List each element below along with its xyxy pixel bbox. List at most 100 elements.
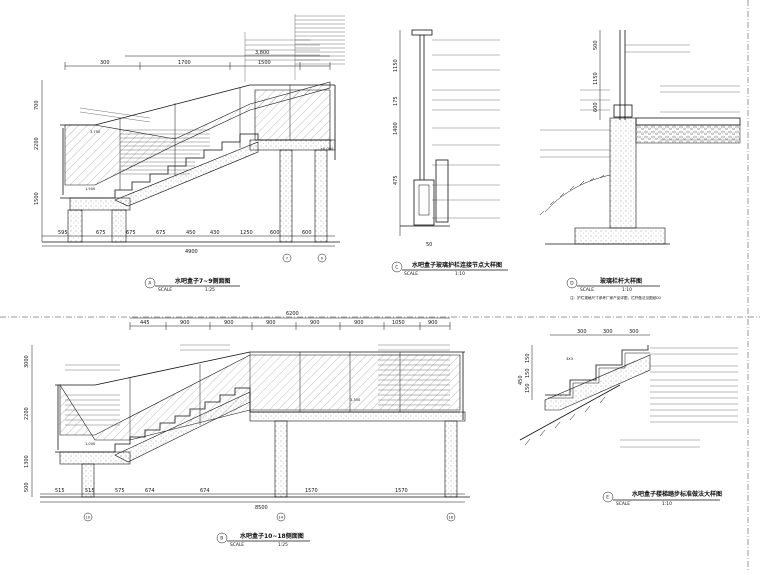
e-slope: 3X3 [566,357,573,361]
a-scale: 1:25 [205,287,215,293]
a-bottom-dim-2: 675 [96,230,106,236]
e-dim-4: 150 [525,383,531,393]
c-scale-label: SCALE [404,271,418,277]
b-tag: B [220,536,223,542]
e-scale: 1:10 [662,501,672,507]
e-dim-2: 300 [603,329,613,335]
e-tag: E [606,495,609,501]
a-left-dim-3: 700 [34,100,40,110]
b-top-dim-6: 900 [354,320,364,326]
c-dim-4: 175 [393,96,399,106]
c-title-bubble [391,261,403,273]
a-axis-2: 9 [321,256,324,260]
c-dim-3: 475 [393,175,399,185]
e-title-bubble [602,491,614,503]
a-glass-upper [254,89,331,141]
a-scale-label: SCALE [158,287,172,293]
drawing-a-section: 300 1700 1500 3,800 [34,14,345,293]
d-scale: 1:10 [622,287,632,293]
a-level-3: ±0.000 [320,147,334,151]
a-axis-1: 7 [286,256,288,260]
b-bottom-dim-7: 1570 [395,488,408,494]
d-note: 注：护栏规格尺寸参考厂家产品详图，栏杆做法见图纸D2 [570,295,661,300]
b-landing-slab [249,411,466,422]
a-bottom-dim-8: 600 [270,230,280,236]
a-title-bubble [144,277,156,289]
e-dim-6: 150 [525,353,531,363]
b-left-dim-1: 3000 [24,355,30,368]
b-bottom-dim-4: 674 [145,488,155,494]
b-bottom-dim-2: 515 [85,488,95,494]
b-stair-profile [55,387,460,453]
c-handrail-cap [411,29,433,36]
a-axis-bubble-2 [317,253,327,263]
b-title: 水吧盒子10~18侧面图 [240,532,304,540]
c-edge-slab [435,159,449,223]
a-landing-slab [249,139,336,151]
d-slope-line [544,174,611,213]
a-top-dim-4: 3,800 [255,50,269,56]
d-gravel-layer [635,124,741,144]
b-top-dim-1: 445 [140,320,150,326]
a-base-footing-1 [67,209,83,243]
c-dim-1: 1400 [393,122,399,135]
b-axis-1: 10 [86,515,91,519]
a-bottom-dim-4: 675 [156,230,166,236]
e-title: 水吧盒子楼梯踏步标准做法大样图 [632,490,722,498]
a-bottom-dim-3: 675 [126,230,136,236]
a-level-1: 3.750 [90,130,101,134]
a-tag: A [148,281,151,287]
b-total-dim: 6200 [286,311,299,317]
a-top-dim-1: 300 [100,60,110,66]
b-top-dim-2: 900 [180,320,190,326]
b-column-2 [444,420,458,498]
a-top-dim-2: 1700 [178,60,191,66]
a-top-dim-3: 1500 [258,60,271,66]
d-footing [574,227,666,245]
b-left-dim-2: 2200 [24,407,30,420]
b-top-dim-4: 900 [266,320,276,326]
a-glass-panel [64,81,331,186]
b-bottom-dim-3: 575 [115,488,125,494]
d-title: 玻璃栏杆大样图 [600,277,642,285]
b-axis-bubble-1 [83,512,93,522]
c-dim-5: 50 [426,242,432,248]
b-bottom-dim-6: 1570 [305,488,318,494]
e-dim-1: 300 [577,329,587,335]
b-axis-2: 14 [279,515,284,519]
d-title-bubble [566,277,578,289]
c-dim-2: 1150 [393,59,399,72]
drawing-c-detail: 1400 1150 475 175 50 C 水吧盒子玻璃护栏连接节点大样图 S… [391,29,508,277]
b-scale: 1:25 [278,542,288,548]
b-level-1: 3.350 [350,398,361,402]
d-dim-1: 1150 [593,72,599,85]
d-scale-label: SCALE [580,287,594,293]
b-bottom-dim-5: 674 [200,488,210,494]
b-top-dim-7: 1050 [392,320,405,326]
a-total-dim: 4900 [185,249,198,255]
b-axis-3: 18 [449,515,454,519]
a-left-dim-2: 1500 [34,192,40,205]
e-dim-5: 150 [525,368,531,378]
c-scale: 1:10 [455,271,465,277]
a-column-2 [314,149,328,243]
c-title: 水吧盒子玻璃护栏连接节点大样图 [412,261,502,269]
a-left-dim-1: 2200 [34,137,40,150]
a-base-footing-2 [111,209,127,243]
b-title-bubble [216,532,228,544]
d-retaining-wall [609,117,637,229]
a-bottom-dim-7: 1250 [240,230,253,236]
c-base-shoe [413,179,435,226]
d-dim-3: 600 [593,102,599,112]
drawing-b-section: 6200 445 900 900 900 900 900 1050 900 [24,311,470,548]
a-bottom-dim-9: 600 [302,230,312,236]
a-level-2: 1.500 [85,187,96,191]
e-dim-7: 450 [518,375,524,385]
b-top-dim-5: 900 [310,320,320,326]
a-column-1 [279,149,293,243]
a-bottom-dim-5: 450 [186,230,196,236]
e-step-slab [544,354,651,411]
b-glass-panel [59,354,461,441]
b-scale-label: SCALE [230,542,244,548]
